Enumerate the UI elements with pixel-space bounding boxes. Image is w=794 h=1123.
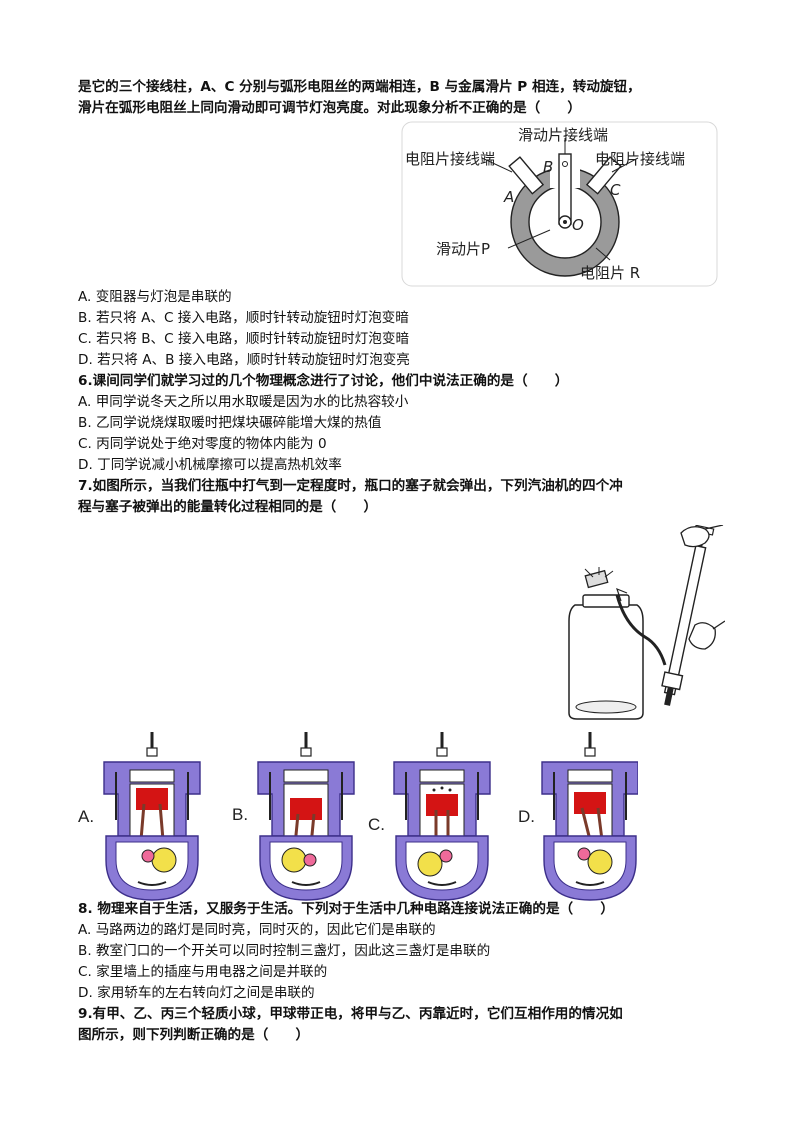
label-slider-terminal: 滑动片接线端	[518, 126, 608, 144]
engine-label-b: B.	[232, 805, 248, 824]
q5-option-c: C. 若只将 B、C 接入电路，顺时针转动旋钮时灯泡变暗	[78, 331, 410, 347]
label-A: A	[503, 188, 514, 206]
q5-option-d: D. 若只将 A、B 接入电路，顺时针转动旋钮时灯泡变亮	[78, 352, 410, 368]
q8-stem: 8. 物理来自于生活，又服务于生活。下列对于生活中几种电路连接说法正确的是（ ）	[78, 901, 614, 917]
q7-stem-line1: 7.如图所示，当我们往瓶中打气到一定程度时，瓶口的塞子就会弹出，下列汽油机的四个…	[78, 478, 623, 494]
q8-option-b: B. 教室门口的一个开关可以同时控制三盏灯，因此这三盏灯是串联的	[78, 943, 491, 959]
q5-option-a: A. 变阻器与灯泡是串联的	[78, 289, 232, 305]
q6-stem: 6.课间同学们就学习过的几个物理概念进行了讨论，他们中说法正确的是（ ）	[78, 373, 569, 389]
q8-option-c: C. 家里墙上的插座与用电器之间是并联的	[78, 964, 328, 980]
q6-option-b: B. 乙同学说烧煤取暖时把煤块碾碎能增大煤的热值	[78, 415, 382, 431]
q5-stem-line2: 滑片在弧形电阻丝上同向滑动即可调节灯泡亮度。对此现象分析不正确的是（ ）	[78, 100, 581, 116]
engine-label-a: A.	[78, 807, 94, 826]
engine-b	[257, 732, 355, 901]
label-O: O	[572, 216, 584, 234]
engine-d	[541, 732, 639, 901]
engine-label-c: C.	[368, 815, 385, 834]
rheostat-figure: 滑动片接线端 电阻片接线端 电阻片接线端 A B C O 滑动片P 电阻片 R	[400, 120, 720, 294]
q7-stem-line2: 程与塞子被弹出的能量转化过程相同的是（ ）	[78, 499, 378, 515]
label-slider-P: 滑动片P	[436, 240, 490, 258]
engine-diagrams: A. B. C.	[78, 732, 639, 906]
label-resistor-terminal-left: 电阻片接线端	[405, 150, 495, 168]
engine-a	[103, 732, 201, 901]
q9-stem-line1: 9.有甲、乙、丙三个轻质小球，甲球带正电，将甲与乙、丙靠近时，它们互相作用的情况…	[78, 1006, 623, 1022]
engine-label-d: D.	[518, 807, 535, 826]
q9-stem-line2: 图所示，则下列判断正确的是（ ）	[78, 1027, 310, 1043]
bottle-pump-figure	[555, 524, 726, 729]
q6-option-a: A. 甲同学说冬天之所以用水取暖是因为水的比热容较小	[78, 394, 409, 410]
q8-option-d: D. 家用轿车的左右转向灯之间是串联的	[78, 985, 315, 1001]
q6-option-c: C. 丙同学说处于绝对零度的物体内能为 0	[78, 436, 327, 452]
q8-option-a: A. 马路两边的路灯是同时亮，同时灭的，因此它们是串联的	[78, 922, 436, 938]
label-B: B	[543, 158, 553, 176]
q5-option-b: B. 若只将 A、C 接入电路，顺时针转动旋钮时灯泡变暗	[78, 310, 409, 326]
label-C: C	[610, 181, 621, 199]
q5-stem-line1: 是它的三个接线柱，A、C 分别与弧形电阻丝的两端相连，B 与金属滑片 P 相连，…	[78, 79, 641, 95]
label-resistor-R: 电阻片 R	[580, 264, 640, 282]
q6-option-d: D. 丁同学说减小机械摩擦可以提高热机效率	[78, 457, 342, 473]
engine-c	[393, 732, 491, 901]
label-resistor-terminal-right: 电阻片接线端	[595, 150, 685, 168]
